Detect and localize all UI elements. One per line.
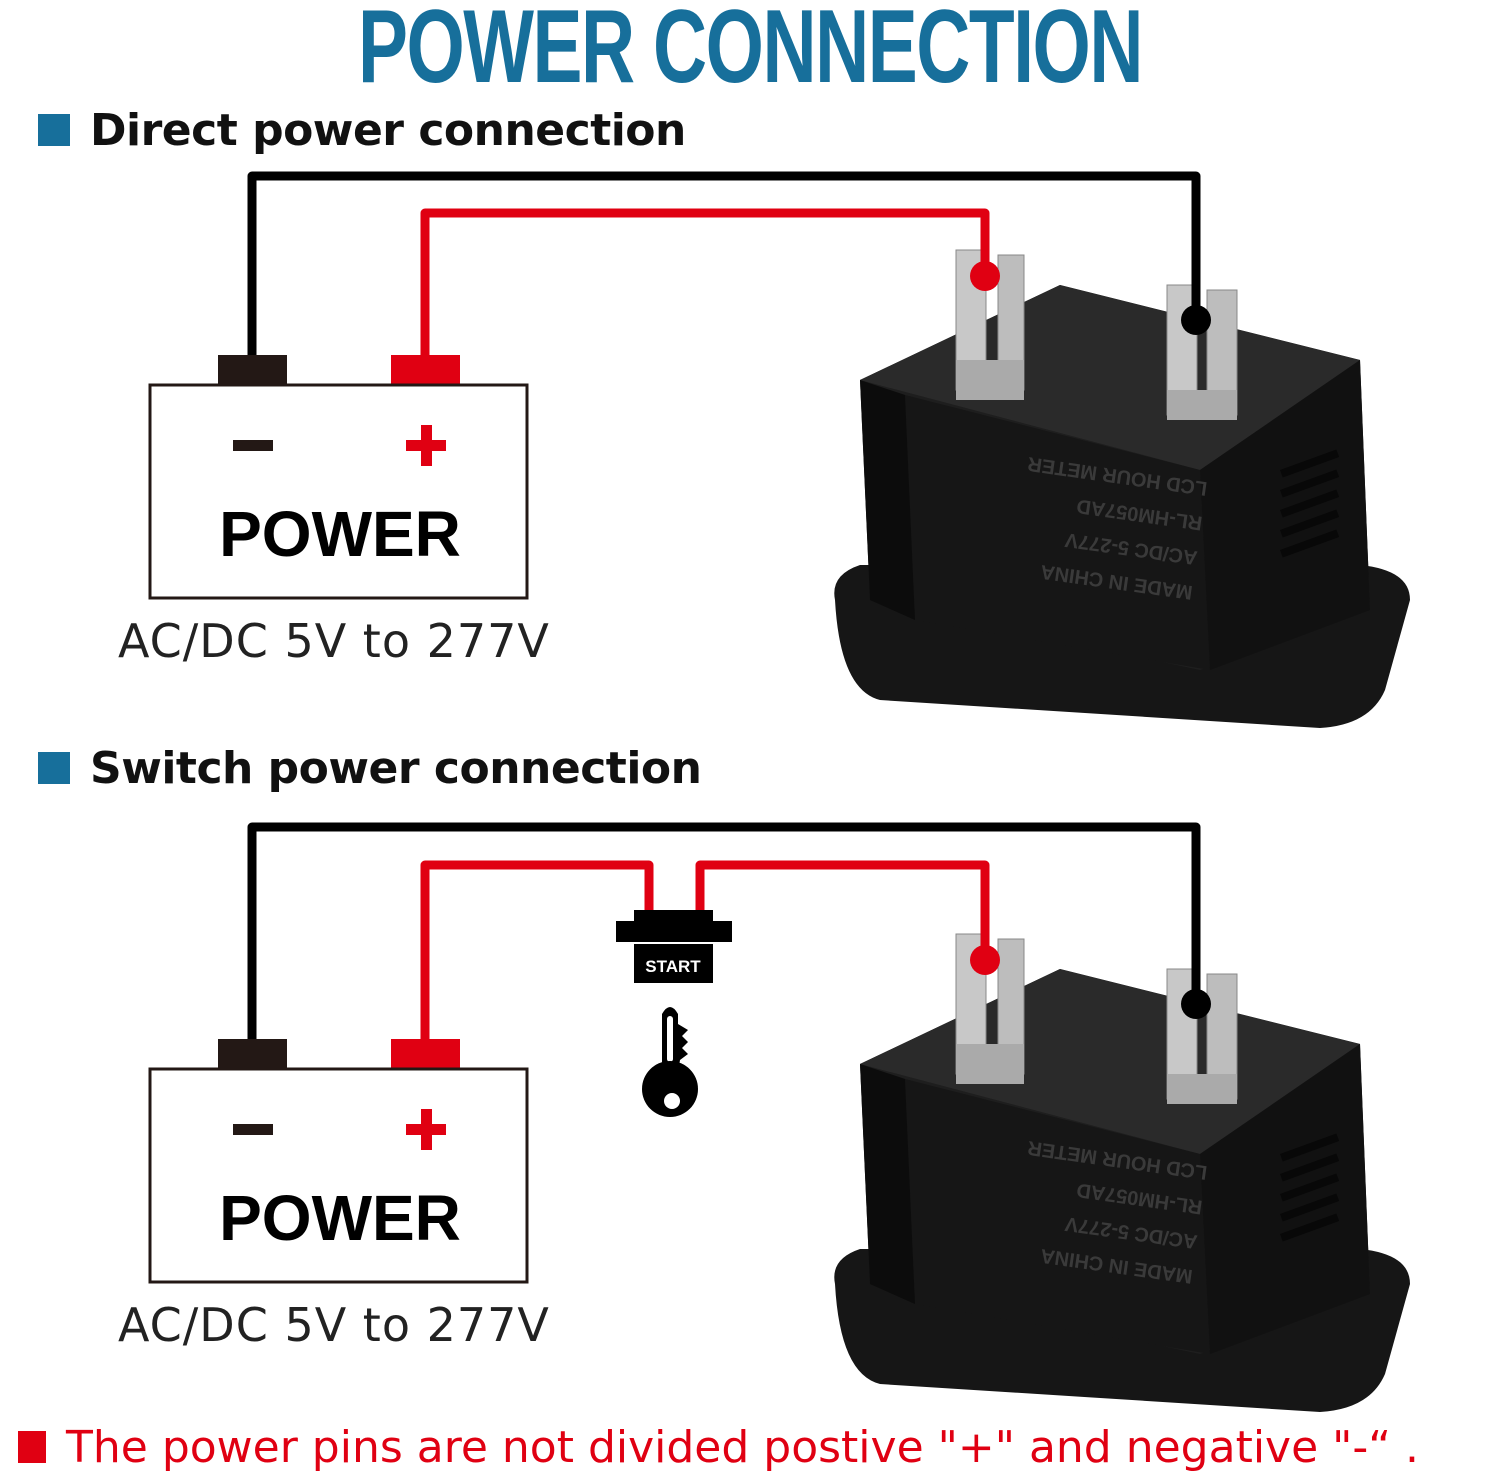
terminal-pin-negative: [1166, 284, 1238, 420]
red-wire-endpoint: [970, 261, 1000, 291]
power-label: POWER: [219, 1182, 461, 1254]
power-label: POWER: [219, 498, 461, 570]
positive-terminal: [391, 355, 460, 385]
red-wire-endpoint: [970, 945, 1000, 975]
section-heading-switch: Switch power connection: [38, 742, 702, 794]
red-wire: [420, 208, 990, 358]
positive-terminal: [391, 1039, 460, 1069]
key-icon: [642, 1007, 698, 1117]
start-switch: START: [616, 910, 732, 1117]
power-source: POWER: [148, 1039, 529, 1284]
square-bullet-icon: [18, 1431, 46, 1463]
square-bullet-icon: [38, 114, 70, 146]
page-title: POWER CONNECTION: [357, 0, 1143, 105]
red-wire-to-switch: [420, 860, 654, 1042]
start-label: START: [645, 957, 701, 976]
terminal-pin-negative: [1166, 968, 1238, 1104]
hour-meter-device: MADE IN CHINA AC/DC 5-277V RL-HM057AD LC…: [834, 249, 1410, 728]
red-wire-from-switch: [695, 860, 990, 960]
square-bullet-icon: [38, 752, 70, 784]
voltage-range: AC/DC 5V to 277V: [118, 1298, 550, 1352]
section-heading-direct: Direct power connection: [38, 104, 686, 156]
voltage-range: AC/DC 5V to 277V: [118, 614, 550, 668]
black-wire-endpoint: [1181, 305, 1211, 335]
black-wire-endpoint: [1181, 989, 1211, 1019]
switch-connection-diagram: MADE IN CHINA AC/DC 5-277V RL-HM057AD LC…: [148, 822, 1410, 1412]
minus-icon: [233, 1124, 273, 1135]
section-heading-label: Switch power connection: [90, 742, 702, 794]
power-source: POWER: [148, 355, 529, 600]
direct-connection-diagram: MADE IN CHINA AC/DC 5-277V RL-HM057AD LC…: [148, 171, 1410, 728]
negative-terminal: [218, 1039, 287, 1069]
footer-note: The power pins are not divided postive "…: [18, 1421, 1420, 1473]
section-heading-label: Direct power connection: [90, 104, 686, 156]
minus-icon: [233, 440, 273, 451]
black-wire: [247, 822, 1201, 1042]
black-wire: [247, 171, 1201, 358]
hour-meter-device: MADE IN CHINA AC/DC 5-277V RL-HM057AD LC…: [834, 933, 1410, 1412]
footer-note-text: The power pins are not divided postive "…: [66, 1421, 1420, 1473]
negative-terminal: [218, 355, 287, 385]
